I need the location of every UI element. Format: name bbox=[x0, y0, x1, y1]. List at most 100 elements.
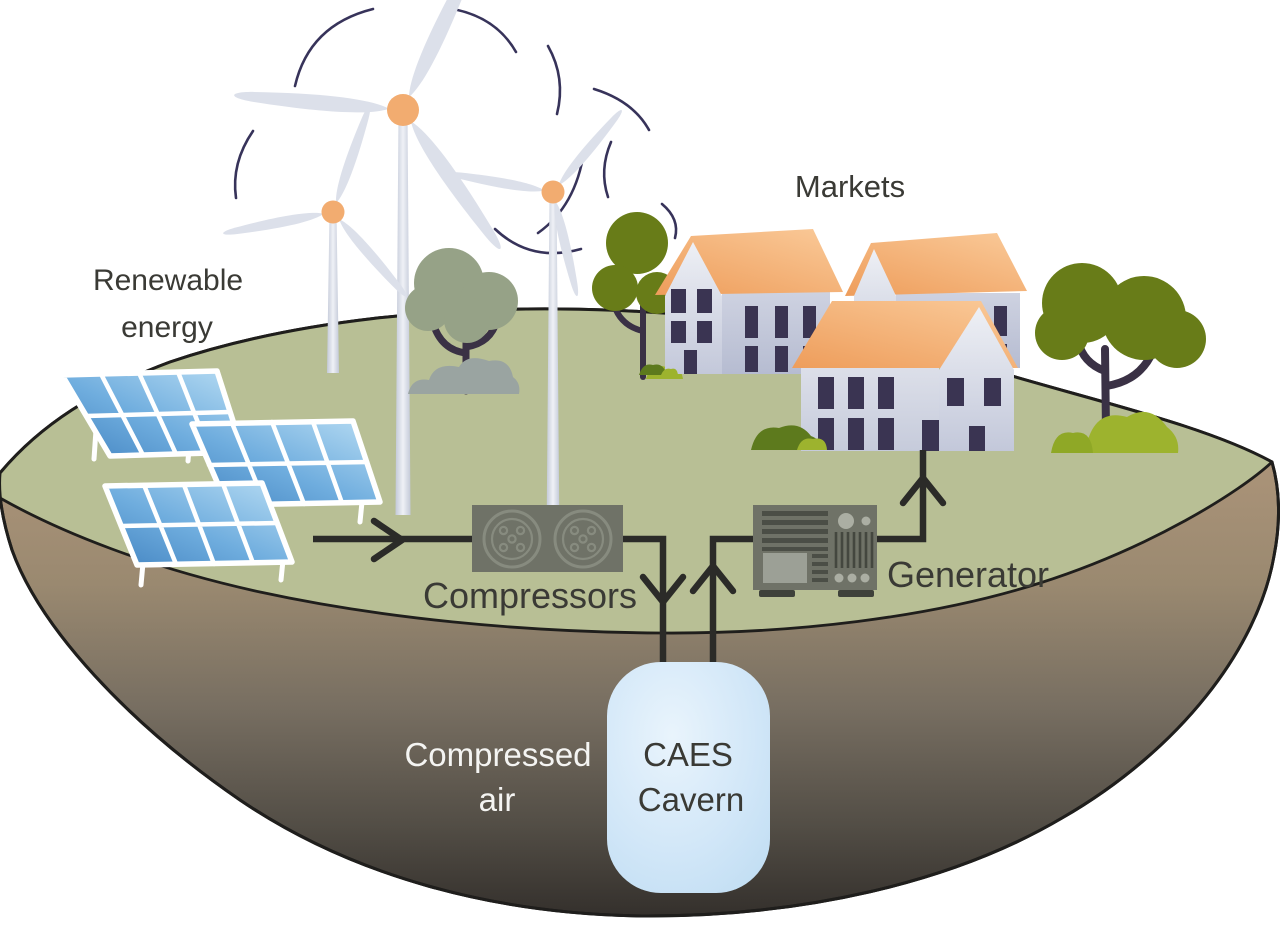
house-window bbox=[848, 418, 864, 450]
turbine-pole bbox=[327, 213, 339, 373]
motion-arc bbox=[233, 129, 255, 200]
label-caes-line2: Cavern bbox=[638, 781, 744, 818]
generator-vent bbox=[762, 538, 828, 543]
generator-foot bbox=[759, 590, 795, 597]
compressor-bolt bbox=[569, 542, 580, 553]
house-window bbox=[878, 418, 894, 450]
label-caes-line1: CAES bbox=[643, 736, 733, 773]
arrowhead-up bbox=[899, 474, 947, 507]
solar-arrays bbox=[59, 368, 383, 588]
houses-markets bbox=[639, 229, 1027, 451]
tree-foliage bbox=[606, 212, 668, 274]
label-renewable-energy-line1: Renewable bbox=[93, 264, 243, 297]
motion-arc bbox=[546, 44, 562, 116]
house-window bbox=[818, 377, 834, 409]
label-renewable-energy-line2: energy bbox=[121, 311, 213, 344]
motion-arc bbox=[602, 140, 613, 199]
generator-dial bbox=[860, 573, 870, 583]
house-window bbox=[775, 346, 788, 372]
house-window bbox=[671, 289, 686, 313]
generator-vent bbox=[812, 562, 828, 566]
panel-grid bbox=[206, 419, 370, 507]
house-window bbox=[671, 321, 686, 343]
wind-turbine-large bbox=[233, 0, 507, 515]
generator-unit bbox=[753, 505, 877, 597]
tree-sage bbox=[405, 248, 520, 395]
arrowhead-up bbox=[689, 562, 737, 595]
diagram-labels: Renewable energy Markets Compressors Gen… bbox=[93, 169, 1049, 818]
turbine-blade bbox=[331, 104, 375, 205]
compressor-face bbox=[553, 509, 613, 569]
generator-grille bbox=[834, 532, 874, 568]
generator-dial bbox=[838, 513, 854, 529]
bush bbox=[1085, 411, 1179, 453]
generator-foot bbox=[838, 590, 874, 597]
turbine-pole bbox=[395, 112, 411, 515]
label-compressors: Compressors bbox=[423, 575, 637, 616]
bush bbox=[797, 438, 827, 450]
caes-cavern bbox=[607, 662, 770, 893]
generator-vent bbox=[762, 511, 828, 516]
generator-dial bbox=[861, 516, 871, 526]
turbine-pole bbox=[546, 193, 560, 540]
arrowhead-right bbox=[370, 517, 406, 563]
generator-vent bbox=[812, 554, 828, 558]
solar-array-bottom bbox=[102, 480, 295, 568]
tree-foliage bbox=[1035, 306, 1089, 360]
generator-vent bbox=[762, 520, 828, 525]
compressor-bolt bbox=[586, 525, 597, 536]
compressor-bolt bbox=[586, 542, 597, 553]
house-door bbox=[922, 420, 939, 451]
house-back-left bbox=[655, 229, 843, 374]
house-door bbox=[969, 426, 985, 451]
tree-foliage bbox=[444, 297, 490, 343]
house-gable bbox=[939, 307, 1014, 451]
flow-cavern-to-generator bbox=[709, 535, 756, 668]
compressor-face-ring bbox=[490, 517, 534, 561]
generator-dial bbox=[847, 573, 857, 583]
label-compressed-air-line2: air bbox=[479, 781, 516, 818]
house-window bbox=[848, 377, 864, 409]
turbine-hub bbox=[387, 94, 419, 126]
turbine-hub bbox=[541, 180, 565, 204]
motion-arc bbox=[445, 6, 518, 54]
house-roof bbox=[845, 233, 1027, 296]
tree-olive-right bbox=[1035, 263, 1206, 453]
bush bbox=[661, 368, 678, 375]
wind-turbines bbox=[222, 0, 626, 540]
house-window bbox=[984, 378, 1001, 406]
house-window bbox=[803, 306, 816, 338]
turbine-blade bbox=[554, 107, 626, 189]
house-window bbox=[947, 378, 964, 406]
house-window bbox=[775, 306, 788, 338]
compressor-bolt bbox=[498, 525, 509, 536]
flow-lines bbox=[313, 450, 947, 668]
house-front bbox=[792, 301, 1018, 451]
tree-foliage bbox=[1148, 310, 1206, 368]
motion-arc bbox=[660, 202, 678, 240]
house-window bbox=[745, 306, 758, 338]
wind-turbine-right bbox=[446, 107, 626, 540]
house-window bbox=[697, 289, 712, 313]
turbine-blade bbox=[222, 208, 325, 239]
wind-turbine-left bbox=[222, 104, 411, 373]
turbine-blade bbox=[401, 0, 482, 101]
panel-grid bbox=[118, 481, 280, 567]
tree-olive-left bbox=[592, 212, 683, 380]
bush bbox=[1051, 432, 1093, 453]
compressor-bolt bbox=[515, 542, 526, 553]
tree-foliage bbox=[592, 265, 638, 311]
generator-vent bbox=[812, 570, 828, 574]
label-compressed-air-line1: Compressed bbox=[404, 736, 591, 773]
arrowhead-down bbox=[639, 573, 687, 606]
house-window bbox=[697, 321, 712, 343]
house-window bbox=[994, 306, 1007, 336]
generator-vent bbox=[762, 547, 828, 551]
label-generator: Generator bbox=[887, 554, 1049, 595]
tree-foliage bbox=[405, 285, 451, 331]
gray-bush bbox=[408, 358, 520, 394]
house-window bbox=[745, 346, 758, 372]
compressor-unit bbox=[472, 505, 623, 572]
